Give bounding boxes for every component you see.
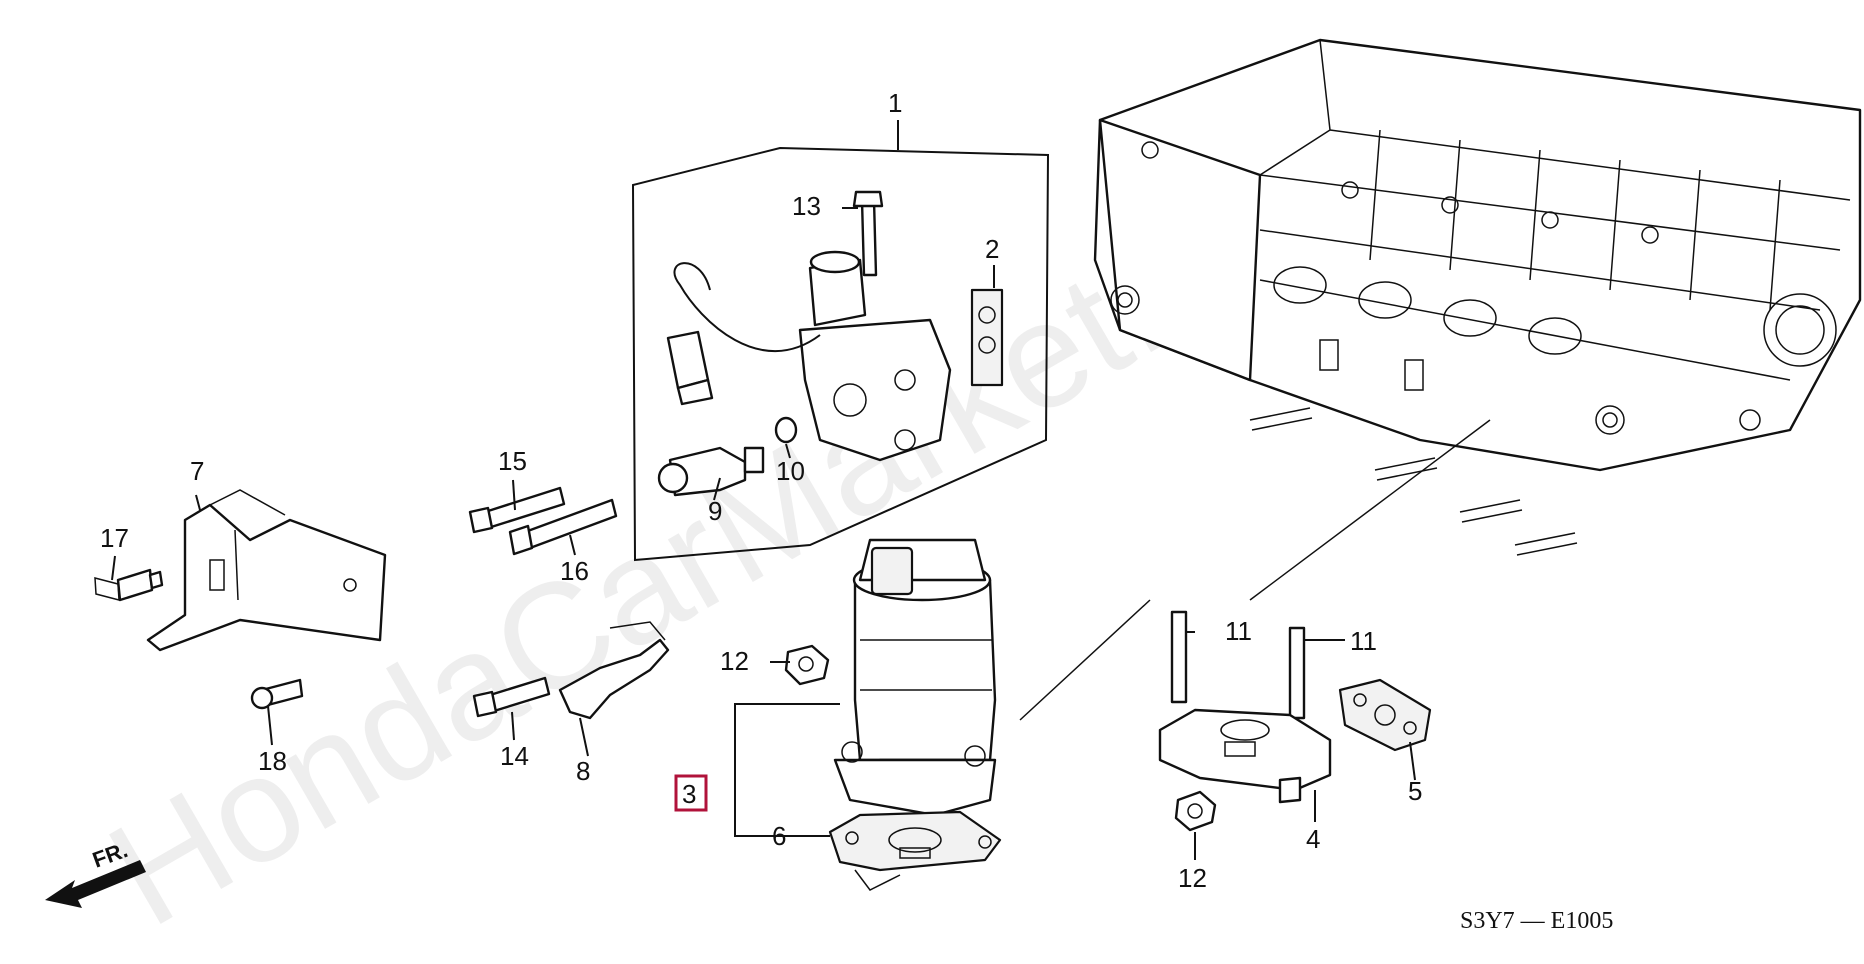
gasket-5-illustration	[1338, 678, 1432, 752]
callout-17[interactable]: 17	[100, 523, 129, 553]
callout-11-right[interactable]: 11	[1350, 626, 1377, 656]
gasket-6-illustration	[828, 810, 1002, 872]
callout-7[interactable]: 7	[190, 456, 204, 486]
bolt-16-illustration	[508, 498, 618, 556]
front-arrow-icon	[45, 860, 146, 908]
highlight-box-3	[674, 774, 708, 812]
callout-6[interactable]: 6	[772, 821, 786, 851]
callout-15[interactable]: 15	[498, 446, 527, 476]
egr-valve-illustration	[833, 538, 997, 817]
bracket-7-illustration	[146, 489, 387, 652]
callout-4[interactable]: 4	[1306, 824, 1320, 854]
cylinder-head-illustration	[1093, 38, 1862, 556]
diagram-code: S3Y7 — E1005	[1460, 908, 1613, 934]
callout-12-right[interactable]: 12	[1178, 863, 1207, 893]
leader-lines	[111, 120, 1491, 891]
callout-13[interactable]: 13	[792, 191, 821, 221]
stud-11-right-illustration	[1288, 626, 1306, 720]
nut-12-right-illustration	[1174, 790, 1217, 832]
callout-1[interactable]: 1	[888, 88, 902, 118]
callout-18[interactable]: 18	[258, 746, 287, 776]
stud-11-left-illustration	[1170, 610, 1188, 704]
bolt-17-illustration	[94, 568, 164, 602]
callout-10[interactable]: 10	[776, 456, 805, 486]
callout-2[interactable]: 2	[985, 234, 999, 264]
callout-16[interactable]: 16	[560, 556, 589, 586]
callout-12-left[interactable]: 12	[720, 646, 749, 676]
bolt-18-illustration	[250, 678, 304, 710]
bracket-8-illustration	[558, 621, 670, 720]
bolt-15-illustration	[468, 486, 566, 534]
callout-3[interactable]: 3	[682, 779, 696, 809]
solenoid-assembly-illustration	[631, 146, 1050, 562]
bolt-14-illustration	[472, 676, 551, 718]
callout-9[interactable]: 9	[708, 496, 722, 526]
callout-5[interactable]: 5	[1408, 776, 1422, 806]
callout-8[interactable]: 8	[576, 756, 590, 786]
egr-pipe-4-illustration	[1158, 708, 1332, 804]
nut-12-left-illustration	[784, 644, 830, 686]
callout-11-left[interactable]: 11	[1225, 616, 1252, 646]
callout-14[interactable]: 14	[500, 741, 529, 771]
